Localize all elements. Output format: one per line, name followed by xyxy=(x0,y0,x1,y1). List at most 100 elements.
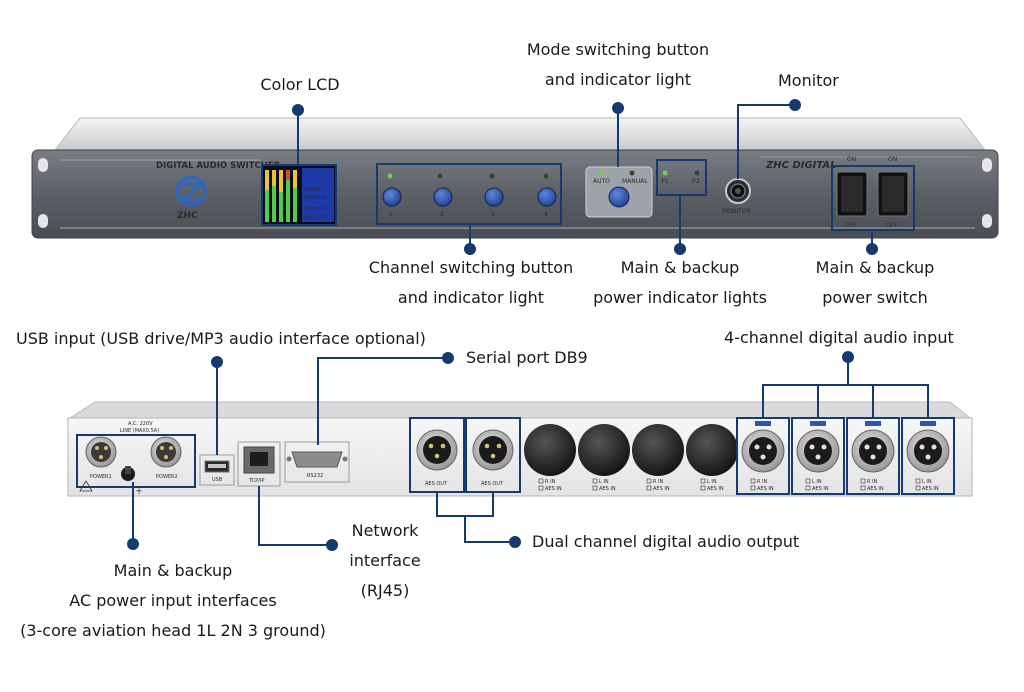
power-switch-backup[interactable]: I O xyxy=(877,171,909,217)
callout-usb-input: USB input (USB drive/MP3 audio interface… xyxy=(16,324,426,354)
callout-text: and indicator light xyxy=(544,70,692,89)
monitor-jack[interactable] xyxy=(725,178,751,204)
blank-plug-label-top: R IN xyxy=(653,479,664,485)
channel-button-label: 3 xyxy=(491,211,495,218)
power-input-2[interactable] xyxy=(150,436,182,468)
switch-off-label-1: OFF xyxy=(845,222,857,229)
lcd-level-meters xyxy=(265,170,297,222)
network-label: TCP/IP xyxy=(248,478,264,484)
power-input-1[interactable] xyxy=(85,436,117,468)
blank-plug-2: L IN AES IN xyxy=(578,424,630,492)
blank-plug-label-bottom: AES IN xyxy=(545,486,562,492)
aes-out-2[interactable] xyxy=(472,429,514,471)
callout-text: 4-channel digital audio input xyxy=(724,328,954,347)
digital-input-2[interactable] xyxy=(796,421,840,473)
channel-button-3[interactable]: 3 xyxy=(484,173,504,219)
input-label-bottom: AES IN xyxy=(922,486,939,492)
rear-callout-lines xyxy=(127,351,929,551)
callout-text: Color LCD xyxy=(260,75,340,94)
lcd-line-2: MANUAL xyxy=(304,195,328,201)
callout-text: Dual channel digital audio output xyxy=(532,532,800,551)
callout-digital-input: 4-channel digital audio input xyxy=(724,323,954,353)
callout-text: (3-core aviation head 1L 2N 3 ground) xyxy=(20,621,326,640)
channel-button-2[interactable]: 2 xyxy=(433,173,453,219)
callout-mode-switch: Mode switching button and indicator ligh… xyxy=(498,35,738,95)
serial-label: RS232 xyxy=(307,473,323,479)
channel-button-1[interactable]: 1 xyxy=(382,173,402,219)
blank-plug-3: R IN AES IN xyxy=(632,424,684,492)
callout-text: USB input (USB drive/MP3 audio interface… xyxy=(16,329,426,348)
switch-off-label-2: OFF xyxy=(886,222,898,229)
logo-text: ZHC xyxy=(177,211,198,221)
lcd-line-3: Chann:1 xyxy=(304,206,327,212)
input-label-bottom: AES IN xyxy=(812,486,829,492)
input-label-bottom: AES IN xyxy=(757,486,774,492)
zhc-logo: ZHC xyxy=(175,175,207,221)
input-label-top: L IN xyxy=(812,479,822,485)
switch-off-mark: O xyxy=(849,201,855,209)
digital-input-1[interactable] xyxy=(741,421,785,473)
digital-input-3[interactable] xyxy=(851,421,895,473)
callout-channel-switch: Channel switching button and indicator l… xyxy=(355,253,587,313)
usb-label: USB xyxy=(212,477,223,483)
callout-digital-output: Dual channel digital audio output xyxy=(532,527,799,557)
blank-plug-label-top: L IN xyxy=(707,479,717,485)
rear-panel: A.C. 220V LINE (MAX0.5A) POWER1 POWER2 ⏚… xyxy=(67,401,973,497)
aes-out-label-2: AES OUT xyxy=(481,481,504,487)
callout-network: Network interface (RJ45) xyxy=(335,516,435,606)
switch-on-label-1: ON xyxy=(847,156,856,163)
callout-text: Main & backup xyxy=(620,258,740,277)
serial-port[interactable] xyxy=(291,451,343,468)
lcd-line-4: Vol.:100 xyxy=(304,215,327,221)
callout-text: Serial port DB9 xyxy=(466,348,588,367)
power-rating-line-2: LINE (MAX0.5A) xyxy=(120,428,159,434)
callout-text: Network xyxy=(351,521,419,540)
callout-power-switch: Main & backup power switch xyxy=(790,253,960,313)
channel-button-label: 2 xyxy=(440,211,444,218)
callout-monitor: Monitor xyxy=(778,66,839,96)
power-indicator-p1: P1 xyxy=(661,177,669,185)
callout-power-indicator: Main & backup power indicator lights xyxy=(580,253,780,313)
brand-label: ZHC DIGITAL xyxy=(765,160,837,171)
color-lcd: MODE MANUAL Chann:1 Vol.:100 xyxy=(261,164,337,226)
lcd-line-1: MODE xyxy=(304,187,321,193)
model-label: DIGITAL AUDIO SWITCHER xyxy=(156,161,281,171)
switch-off-mark: O xyxy=(890,201,896,209)
mode-label-auto: AUTO xyxy=(593,178,610,185)
input-label-top: R IN xyxy=(867,479,878,485)
power-rating-line-1: A.C. 220V xyxy=(128,421,153,427)
switch-on-mark: I xyxy=(891,185,893,193)
callout-text: power switch xyxy=(822,288,928,307)
digital-input-4[interactable] xyxy=(906,421,950,473)
ground-terminal[interactable] xyxy=(121,466,135,481)
callout-text: (RJ45) xyxy=(360,581,410,600)
mode-switch-button[interactable] xyxy=(608,186,630,208)
power-port-label-1: POWER1 xyxy=(90,474,112,480)
callout-text: Mode switching button xyxy=(526,40,710,59)
callout-ac-power: Main & backup AC power input interfaces … xyxy=(0,556,346,646)
callout-text: interface xyxy=(349,551,421,570)
warning-icon xyxy=(79,480,93,492)
aes-out-label-1: AES OUT xyxy=(425,481,448,487)
channel-button-4[interactable]: 4 xyxy=(537,173,557,219)
blank-plug-4: L IN AES IN xyxy=(686,424,738,492)
input-label-bottom: AES IN xyxy=(867,486,884,492)
aes-out-1[interactable] xyxy=(416,429,458,471)
channel-button-label: 1 xyxy=(389,211,393,218)
callout-text: Monitor xyxy=(778,71,839,90)
callout-text: and indicator light xyxy=(397,288,545,307)
blank-plug-1: R IN AES IN xyxy=(524,424,576,492)
callout-text: Main & backup xyxy=(815,258,935,277)
front-panel: DIGITAL AUDIO SWITCHER ZHC DIGITAL ZHC xyxy=(31,117,999,239)
power-indicator-p2: P2 xyxy=(692,177,700,185)
mode-label-manual: MANUAL xyxy=(622,178,648,185)
blank-plug-label-bottom: AES IN xyxy=(599,486,616,492)
callout-serial-port: Serial port DB9 xyxy=(466,343,588,373)
monitor-label: MONITOR xyxy=(722,208,751,215)
power-port-label-2: POWER2 xyxy=(156,474,178,480)
power-switch-main[interactable]: I O xyxy=(836,171,868,217)
input-label-top: R IN xyxy=(757,479,768,485)
blank-plug-label-top: R IN xyxy=(545,479,556,485)
switch-on-label-2: ON xyxy=(888,156,897,163)
